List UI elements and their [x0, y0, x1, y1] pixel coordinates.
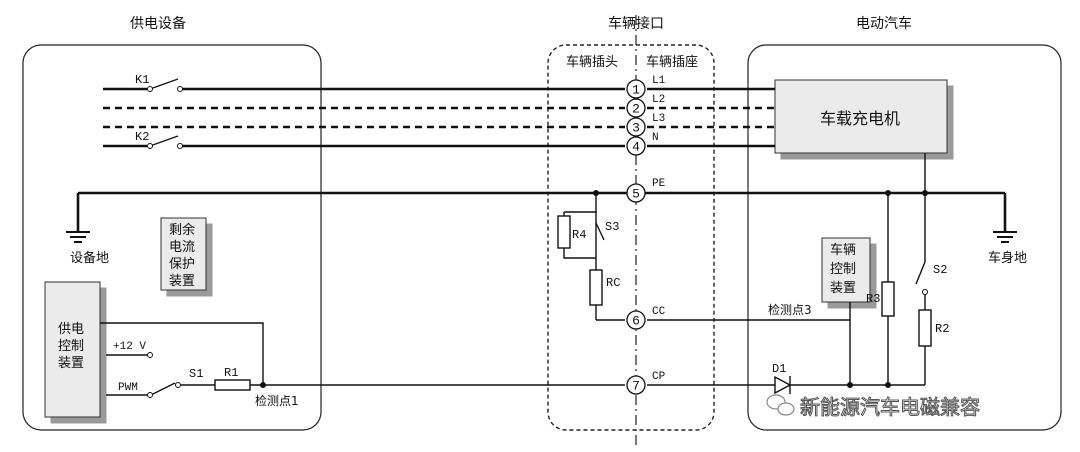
vehicle-control-box: [821, 237, 871, 303]
switch-k2-label: K2: [135, 130, 149, 144]
supply-control-label-3: 装置: [58, 356, 84, 371]
switch-s2: [915, 261, 926, 285]
pwm-label: PWM: [118, 382, 138, 394]
pin-2-number: 2: [632, 102, 640, 117]
section-title-interface: 车辆接口: [608, 15, 664, 32]
section-title-supply: 供电设备: [130, 15, 186, 32]
switch-k2: [149, 135, 179, 147]
rcd-label-4: 装置: [169, 274, 195, 289]
switch-k1: [149, 78, 179, 90]
pin-7-circle: [626, 375, 646, 395]
body-ground-symbol: [993, 231, 1017, 243]
pin-label-cp: CP: [652, 371, 666, 383]
vehicle-control-label-1: 车辆: [830, 242, 856, 258]
pin-label-pe: PE: [652, 178, 666, 190]
resistor-r2-label: R2: [935, 322, 949, 336]
pin-5-circle: [626, 183, 646, 203]
equipment-ground-symbol: [66, 231, 90, 243]
pin-3-circle: [626, 117, 646, 137]
pin-label-n: N: [652, 132, 659, 144]
resistor-r3-label: R3: [866, 292, 880, 306]
supply-control-label-2: 控制: [58, 339, 84, 354]
switch-k1-label: K1: [135, 73, 149, 87]
pin-label-l1: L1: [652, 75, 666, 87]
section-title-vehicle: 电动汽车: [856, 15, 912, 32]
pin-label-l3: L3: [652, 113, 665, 125]
test-point-1-label: 检测点1: [255, 393, 299, 408]
subtitle-plug: 车辆插头: [566, 54, 618, 70]
pin-4-circle: [626, 136, 646, 156]
switch-s3: [595, 222, 605, 241]
resistor-r1: [214, 379, 251, 391]
supply-equipment-frame: [22, 44, 322, 431]
body-ground-label: 车身地: [988, 250, 1027, 266]
pin-3-number: 3: [632, 121, 640, 136]
switch-s3-label: S3: [605, 220, 619, 234]
v12-label: +12 V: [113, 341, 146, 353]
pin-6-number: 6: [632, 314, 640, 329]
vehicle-control-label-3: 装置: [830, 281, 856, 296]
pin-label-l2: L2: [652, 94, 665, 106]
pin-7-number: 7: [632, 379, 640, 394]
resistor-r3: [881, 281, 895, 317]
onboard-charger-box: [774, 79, 948, 154]
resistor-r2: [918, 309, 932, 347]
resistor-r4-label: R4: [572, 228, 586, 242]
vehicle-control-label-2: 控制: [830, 262, 856, 277]
test-point-3-label: 检测点3: [768, 302, 812, 317]
subtitle-socket: 车辆插座: [646, 54, 698, 70]
pin-1-number: 1: [632, 83, 640, 98]
pin-label-cc: CC: [652, 306, 666, 318]
switch-s2-label: S2: [933, 263, 947, 277]
equipment-ground-label: 设备地: [70, 250, 109, 266]
vehicle-interface-frame: [547, 44, 715, 431]
onboard-charger-label: 车载充电机: [820, 109, 900, 128]
pin-5-number: 5: [632, 187, 640, 202]
rcd-label-1: 剩余: [169, 222, 195, 238]
rcd-label-3: 保护: [169, 257, 195, 272]
pin-1-circle: [626, 79, 646, 99]
diode-d1: [774, 375, 792, 395]
switch-s1: [150, 382, 176, 396]
resistor-r1-label: R1: [224, 366, 238, 380]
watermark-text: 新能源汽车电磁兼容: [800, 395, 980, 419]
wechat-watermark: 新能源汽车电磁兼容: [766, 394, 981, 420]
diode-d1-label: D1: [772, 362, 786, 376]
resistor-rc-label: RC: [606, 276, 620, 290]
electric-vehicle-frame: [747, 44, 1062, 431]
resistor-rc: [589, 269, 603, 306]
rcd-box: [160, 217, 207, 291]
interface-pins: 1 2 3 4 5 6 7: [626, 79, 646, 395]
resistor-r4: [557, 215, 571, 249]
supply-control-box: [44, 281, 101, 418]
pin-6-circle: [626, 310, 646, 330]
pin-4-number: 4: [632, 140, 640, 155]
supply-control-label-1: 供电: [58, 322, 84, 337]
pin-2-circle: [626, 98, 646, 118]
rcd-label-2: 电流: [169, 240, 195, 255]
switch-s1-label: S1: [189, 367, 203, 381]
